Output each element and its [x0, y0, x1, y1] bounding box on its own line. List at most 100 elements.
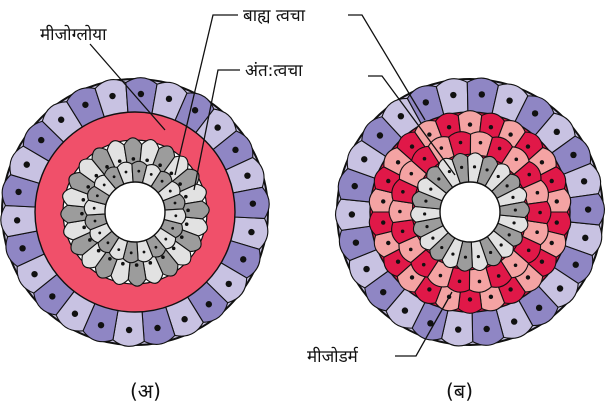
cell-nucleus — [485, 168, 488, 171]
cell-nucleus — [410, 172, 414, 176]
cell-nucleus — [527, 249, 531, 253]
cell-nucleus — [585, 206, 591, 212]
cell-nucleus — [581, 178, 587, 184]
cell-nucleus — [550, 241, 554, 245]
cell-nucleus — [423, 212, 426, 215]
cell-nucleus — [479, 91, 485, 97]
cell-nucleus — [508, 287, 512, 291]
cell-nucleus — [437, 177, 440, 180]
cell-nucleus — [396, 259, 400, 263]
cell-nucleus — [96, 194, 99, 197]
cell-nucleus — [117, 248, 120, 251]
cell-nucleus — [93, 207, 96, 210]
cell-nucleus — [154, 325, 160, 331]
cell-nucleus — [468, 297, 472, 301]
cell-nucleus — [439, 274, 443, 278]
cell-nucleus — [527, 173, 531, 177]
cell-nucleus — [440, 246, 443, 249]
cell-nucleus — [349, 211, 355, 217]
cell-nucleus — [410, 144, 414, 148]
cell-nucleus — [38, 137, 44, 143]
cell-nucleus — [72, 311, 78, 317]
cell-nucleus — [386, 179, 390, 183]
cell-nucleus — [15, 189, 21, 195]
cell-nucleus — [424, 199, 427, 202]
cell-nucleus — [423, 157, 427, 161]
cell-nucleus — [489, 295, 493, 299]
cell-nucleus — [573, 262, 579, 268]
cell-nucleus — [143, 251, 146, 254]
cell-nucleus — [164, 238, 167, 241]
cell-nucleus — [161, 180, 164, 183]
gut-cavity — [105, 182, 165, 242]
cell-nucleus — [582, 235, 588, 241]
cell-nucleus — [451, 252, 454, 255]
cell-nucleus — [447, 125, 451, 129]
cell-nucleus — [555, 220, 559, 224]
cell-nucleus — [145, 159, 149, 163]
cell-nucleus — [125, 171, 128, 174]
cell-nucleus — [460, 166, 463, 169]
cell-nucleus — [401, 229, 405, 233]
cell-nucleus — [398, 210, 402, 214]
cell-nucleus — [82, 102, 88, 108]
cell-nucleus — [479, 141, 483, 145]
cell-nucleus — [171, 227, 174, 230]
cell-nucleus — [244, 172, 250, 178]
cell-nucleus — [184, 195, 188, 199]
cell-nucleus — [166, 96, 172, 102]
cell-nucleus — [24, 161, 30, 167]
cell-nucleus — [138, 91, 144, 97]
triploblastic-cross-section — [336, 78, 605, 346]
cell-nucleus — [511, 318, 517, 324]
cell-nucleus — [508, 233, 511, 236]
cell-nucleus — [381, 220, 385, 224]
cell-nucleus — [149, 261, 153, 265]
cell-nucleus — [536, 191, 540, 195]
cell-nucleus — [410, 275, 414, 279]
cell-nucleus — [498, 147, 502, 151]
cell-nucleus — [396, 160, 400, 164]
cell-nucleus — [206, 301, 212, 307]
cell-nucleus — [103, 184, 106, 187]
cell-nucleus — [535, 230, 539, 234]
cell-nucleus — [158, 163, 162, 167]
cell-nucleus — [526, 275, 530, 279]
cell-nucleus — [401, 190, 405, 194]
cell-nucleus — [497, 274, 501, 278]
cell-nucleus — [361, 156, 367, 162]
cell-nucleus — [555, 199, 559, 203]
cell-nucleus — [49, 293, 55, 299]
cell-nucleus — [473, 165, 476, 168]
cell-nucleus — [422, 263, 426, 267]
cell-nucleus — [126, 327, 132, 333]
cell-nucleus — [353, 239, 359, 245]
cell-nucleus — [130, 251, 133, 254]
cell-nucleus — [82, 198, 86, 202]
cell-nucleus — [540, 259, 544, 263]
label-mesoderm: मीजोडर्म — [307, 346, 359, 367]
cell-nucleus — [107, 241, 110, 244]
cell-nucleus — [19, 245, 25, 251]
cell-nucleus — [554, 129, 560, 135]
cell-nucleus — [468, 122, 472, 126]
cell-nucleus — [185, 222, 189, 226]
cell-nucleus — [489, 125, 493, 129]
cell-nucleus — [427, 132, 431, 136]
cell-nucleus — [423, 99, 429, 105]
cell-nucleus — [232, 147, 238, 153]
cell-nucleus — [132, 157, 136, 161]
cell-nucleus — [514, 158, 518, 162]
cell-nucleus — [86, 185, 90, 189]
cell-nucleus — [402, 307, 408, 313]
cell-nucleus — [82, 226, 86, 230]
diploblastic-cross-section — [1, 78, 269, 347]
cell-nucleus — [150, 173, 153, 176]
cell-nucleus — [169, 190, 172, 193]
cell-nucleus — [450, 92, 456, 98]
caption-left: (अ) — [130, 379, 161, 403]
cell-nucleus — [108, 257, 112, 261]
cell-nucleus — [557, 285, 563, 291]
label-mesoglea: मीजोग्लोया — [40, 24, 107, 45]
